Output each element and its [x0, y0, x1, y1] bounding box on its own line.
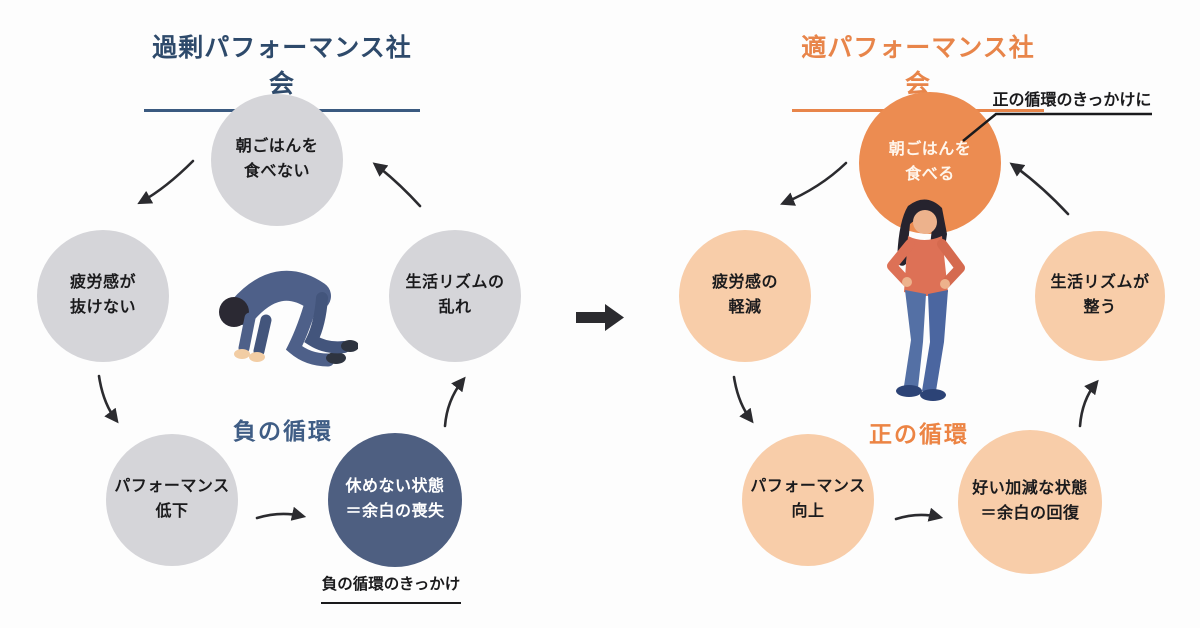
- transition-arrow: [576, 304, 624, 331]
- neg-arrow-left-to-bottomleft: [97, 374, 119, 424]
- pos-arrow-bottomleft-to-bottomright: [894, 507, 944, 522]
- pos-arrow-left-to-bottomleft: [732, 375, 754, 424]
- positive-cycle-label: 正の循環: [869, 421, 969, 447]
- node-reduced-fatigue: 疲労感の 軽減: [679, 230, 811, 362]
- neg-arrow-bottomright-to-right: [443, 376, 466, 428]
- node-performance-drop: パフォーマンス 低下: [106, 434, 238, 566]
- pos-arrow-right-to-top: [1009, 162, 1070, 216]
- neg-arrow-bottomleft-to-bottomright: [255, 506, 307, 521]
- neg-arrow-top-to-left: [137, 159, 195, 205]
- node-lingering-fatigue: 疲労感が 抜けない: [37, 230, 169, 362]
- negative-cycle-label: 負の循環: [233, 418, 333, 444]
- node-skip-breakfast: 朝ごはんを 食べない: [211, 94, 343, 226]
- node-balanced-state: 好い加減な状態 ＝余白の回復: [958, 430, 1102, 574]
- positive-trigger-annotation: 正の循環のきっかけに: [992, 92, 1152, 109]
- negative-trigger-caption: 負の循環のきっかけ: [321, 572, 461, 604]
- node-performance-up: パフォーマンス 向上: [742, 434, 874, 566]
- crawling-person-icon: [208, 248, 359, 373]
- pos-arrow-bottomright-to-right: [1078, 379, 1099, 428]
- node-disrupted-rhythm: 生活リズムの 乱れ: [389, 230, 521, 362]
- node-rhythm-in-order: 生活リズムが 整う: [1035, 231, 1165, 361]
- node-cannot-rest: 休めない状態 ＝余白の喪失: [328, 433, 462, 567]
- pos-arrow-top-to-left: [780, 161, 848, 206]
- standing-woman-icon: [862, 192, 980, 404]
- neg-arrow-right-to-top: [372, 162, 422, 208]
